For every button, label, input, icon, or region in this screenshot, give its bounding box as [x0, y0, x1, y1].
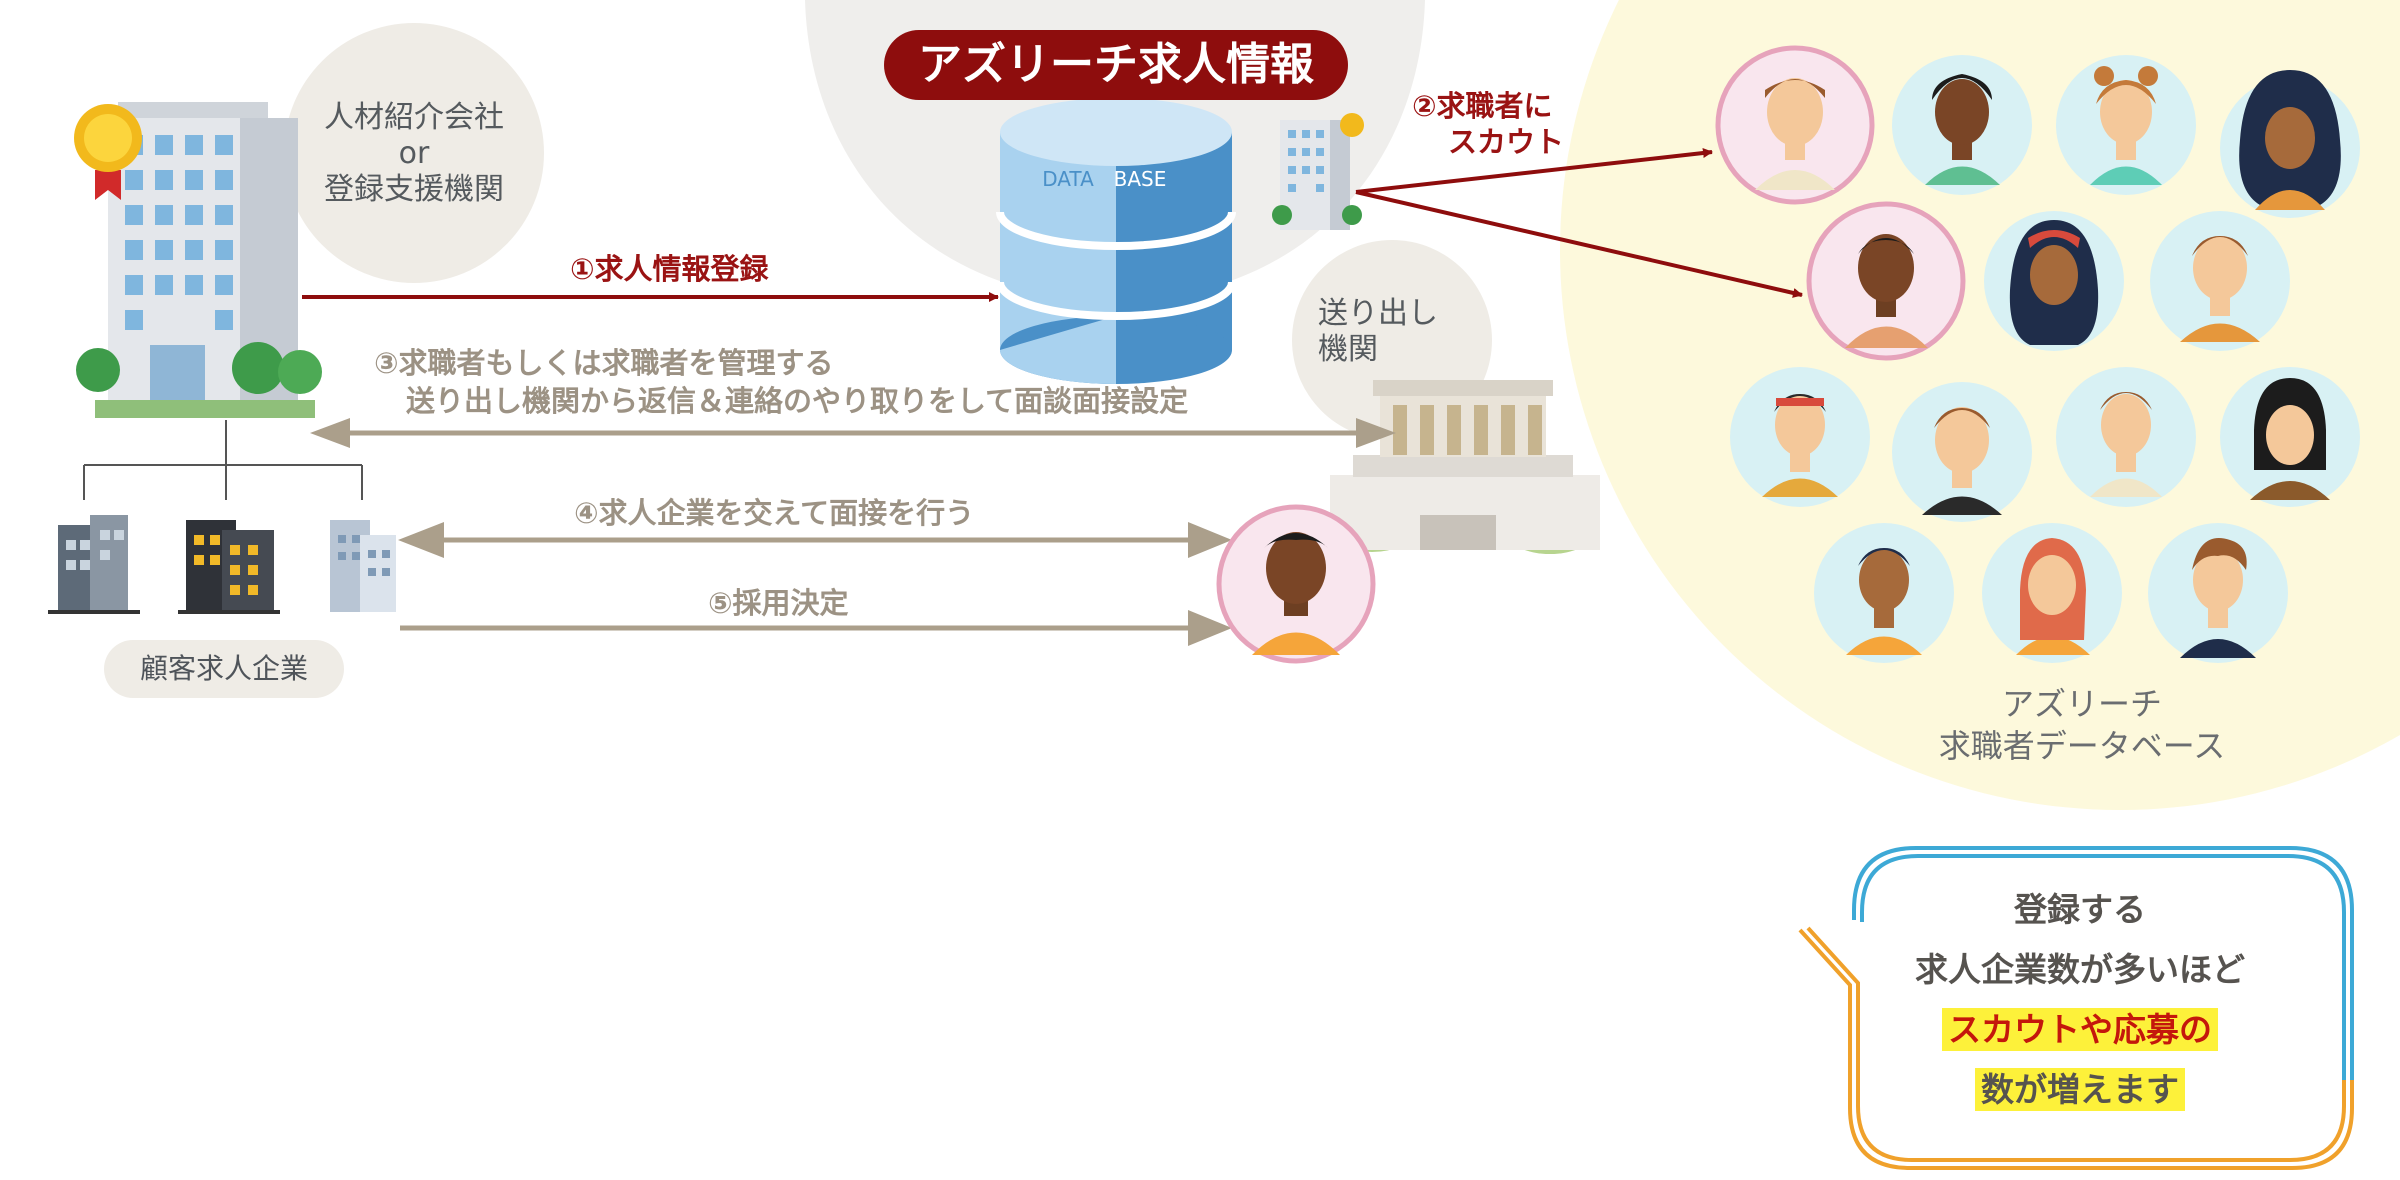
seeker-avatar — [1984, 211, 2124, 351]
seeker-avatar — [1806, 201, 1966, 361]
client-company-building-icon — [48, 515, 140, 614]
note-line: 求人企業数が多いほど — [1915, 950, 2245, 989]
seeker-avatar — [1892, 55, 2032, 195]
agency-building-icon — [76, 102, 322, 418]
sending-org-label-line: 送り出し — [1318, 296, 1438, 331]
seeker-avatar — [2150, 211, 2290, 351]
agency-label-line: 人材紹介会社 — [324, 100, 504, 135]
note-box-frame — [1798, 846, 2354, 1170]
seeker-avatar — [2220, 367, 2360, 507]
client-company-building-icon — [330, 520, 396, 612]
step2-label-line: スカウト — [1448, 125, 1565, 159]
step5-label: ⑤採用決定 — [708, 586, 849, 620]
note-text: 登録する 求人企業数が多いほど スカウトや応募の 数が増えます — [1840, 880, 2320, 1120]
arrow-step2-lower — [1355, 190, 1803, 298]
seeker-database-label-line: アズリーチ — [2001, 685, 2162, 723]
note-highlight-line: 数が増えます — [1975, 1068, 2185, 1111]
step2-label-line: ②求職者に — [1412, 89, 1553, 123]
seeker-avatar — [1715, 45, 1875, 205]
seeker-database-label: アズリーチ 求職者データベース — [1882, 683, 2282, 767]
database-icon: DATA BASE — [996, 98, 1236, 384]
seeker-avatar — [2056, 367, 2196, 507]
candidate-avatar — [1216, 504, 1376, 664]
seeker-avatar — [1982, 523, 2122, 663]
seeker-avatar — [1814, 523, 1954, 663]
step3-label-line: 送り出し機関から返信＆連絡のやり取りをして面談面接設定 — [406, 384, 1189, 418]
seeker-avatar — [1892, 382, 2032, 522]
small-agency-building-icon — [1272, 113, 1364, 230]
arrow-step5 — [400, 610, 1232, 646]
arrow-step3 — [310, 418, 1396, 448]
award-badge-icon — [74, 104, 142, 200]
seeker-avatars — [1715, 45, 2360, 663]
step2-label: ②求職者に スカウト — [1412, 88, 1564, 160]
sending-org-label: 送り出し 機関 — [1318, 296, 1458, 368]
note-line: 登録する — [2014, 890, 2146, 929]
database-label-base: BASE — [1114, 167, 1167, 191]
agency-label-circle — [284, 23, 544, 283]
step1-label: ①求人情報登録 — [570, 252, 769, 286]
step3-label-line: ③求職者もしくは求職者を管理する — [374, 346, 834, 380]
arrow-step2-upper — [1355, 148, 1713, 194]
database-label-data: DATA — [1042, 167, 1094, 191]
step3-label: ③求職者もしくは求職者を管理する 送り出し機関から返信＆連絡のやり取りをして面談… — [374, 344, 1188, 420]
seeker-avatar — [2148, 523, 2288, 663]
arrow-step4 — [398, 522, 1232, 558]
agency-label: 人材紹介会社 or 登録支援機関 — [294, 100, 534, 208]
agency-label-line: 登録支援機関 — [324, 172, 504, 207]
page-title: アズリーチ求人情報 — [884, 30, 1348, 100]
sending-org-label-line: 機関 — [1318, 332, 1378, 367]
step4-label: ④求人企業を交えて面接を行う — [574, 496, 975, 530]
client-companies-label: 顧客求人企業 — [104, 640, 344, 698]
client-connector-lines — [83, 420, 363, 500]
seeker-avatar — [2056, 55, 2196, 195]
seeker-avatar — [2220, 70, 2360, 218]
seeker-avatar — [1730, 367, 1870, 507]
client-company-building-icon — [178, 520, 280, 614]
agency-label-line: or — [398, 136, 430, 171]
seeker-database-label-line: 求職者データベース — [1938, 727, 2226, 765]
note-highlight-line: スカウトや応募の — [1942, 1008, 2218, 1051]
sending-org-building-icon — [1330, 380, 1600, 554]
